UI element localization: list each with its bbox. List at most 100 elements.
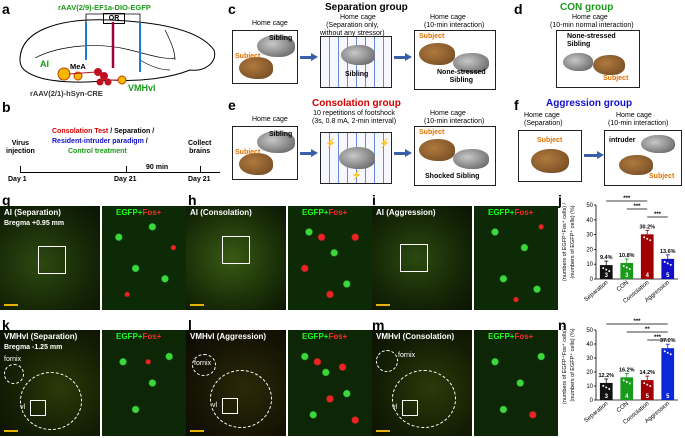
value-label: 37.0%	[660, 338, 676, 344]
bar-aggression	[661, 348, 675, 400]
panel-letter-g: g	[2, 192, 11, 208]
l-fornix-outline	[192, 354, 216, 376]
m-egfp-label: EGFP+Fos+	[488, 332, 533, 341]
y-tick-label: 50	[586, 203, 593, 209]
panel-letter-l: l	[188, 317, 192, 333]
k-egfp-text: EGFP+	[116, 332, 143, 341]
y-tick-label: 0	[590, 277, 594, 283]
l-egfp-text: EGFP+	[302, 332, 329, 341]
y-tick-label: 20	[586, 247, 593, 253]
c-home-cage-3: Home cage	[430, 14, 466, 21]
d-sub: (10-min normal interaction)	[550, 22, 634, 29]
c-subject3-label: Subject	[419, 33, 445, 40]
data-point	[648, 238, 652, 242]
f-sub-2: (10-min interaction)	[608, 120, 669, 127]
c-sub-3: (10-min interaction)	[424, 22, 485, 29]
consolation-test-text: Consolation Test	[52, 128, 109, 135]
c-none-stressed-label: None-stressed Sibling	[437, 69, 486, 84]
e-cage-2: ⚡ ⚡ ⚡	[320, 132, 392, 184]
panel-letter-m: m	[372, 317, 385, 333]
c-subject-label: Subject	[235, 53, 261, 60]
e-subject3-label: Subject	[419, 129, 445, 136]
data-point	[601, 384, 605, 388]
micrograph-m-zoom: EGFP+Fos+	[474, 330, 558, 436]
significance-label: ***	[623, 196, 631, 202]
panel-d: CON group Home cage (10-min normal inter…	[516, 0, 684, 96]
g-scale-bar	[4, 304, 18, 306]
h-title: AI (Consolation)	[190, 208, 252, 217]
g-roi-box	[38, 246, 66, 274]
bar-consolation	[640, 234, 654, 279]
m-fornix-outline	[376, 350, 398, 372]
l-fornix-label: fornix	[194, 360, 212, 367]
e-subject-label: Subject	[235, 149, 261, 156]
c-sibling2-label: Sibling	[345, 71, 369, 78]
data-point	[628, 381, 632, 385]
m-scale-bar	[376, 430, 390, 432]
significance-label: ***	[633, 204, 641, 210]
h-fos-text: Fos+	[328, 208, 348, 217]
c-cage-2: Sibling	[320, 36, 392, 88]
m-egfp-text: EGFP+	[488, 332, 515, 341]
category-label: CON	[616, 401, 630, 414]
l-roi-box	[222, 398, 238, 414]
data-point	[663, 260, 667, 264]
brain-schematic	[19, 13, 216, 86]
y-tick-label: 40	[586, 342, 593, 348]
n-label: 3	[605, 394, 609, 400]
n-label: 4	[646, 273, 650, 279]
panel-b: Virus injection Day 1 Consolation Test /…	[0, 100, 225, 190]
panel-letter-k: k	[2, 317, 10, 333]
d-none-stressed-label: None-stressed Sibling	[567, 33, 616, 48]
c-sibling-mouse	[257, 35, 295, 57]
data-point	[622, 378, 626, 382]
micrograph-h-zoom: EGFP+Fos+	[288, 206, 372, 310]
panel-letter-i: i	[372, 192, 376, 208]
f-cage-1: Subject	[518, 130, 582, 182]
data-point	[601, 266, 605, 270]
c-sibling-label: Sibling	[269, 35, 293, 42]
l-vl-label: vl	[212, 402, 218, 409]
micrograph-l-zoom: EGFP+Fos+	[288, 330, 372, 436]
day1-label: Day 1	[8, 176, 27, 183]
e-sibling-label: Sibling	[269, 131, 293, 138]
tick-day21b	[200, 166, 201, 172]
micrograph-g-zoom: EGFP+Fos+	[102, 206, 186, 310]
panel-letter-a: a	[2, 1, 10, 17]
data-point	[642, 381, 646, 385]
panel-f: Aggression group Home cage (Separation) …	[516, 96, 684, 192]
f-intruder-mouse	[641, 135, 675, 153]
k-bregma: Bregma -1.25 mm	[4, 344, 63, 351]
c-cage2-mouse	[341, 45, 375, 65]
value-label: 9.4%	[600, 255, 613, 261]
e-home-cage-3: Home cage	[430, 110, 466, 117]
l-fos-text: Fos+	[328, 332, 348, 341]
l-title: VMHvl (Aggression)	[190, 332, 267, 341]
condition-line1: Consolation Test / Separation /	[52, 128, 154, 136]
l-egfp-label: EGFP+Fos+	[302, 332, 347, 341]
panel-e: Consolation group Home cage 10 repetitio…	[230, 96, 510, 192]
mea-label: MeA	[70, 62, 86, 71]
day21a-label: Day 21	[114, 176, 137, 183]
panel-letter-j: j	[558, 192, 562, 208]
panel-letter-n: n	[558, 317, 567, 333]
y-tick-label: 40	[586, 218, 593, 224]
c-cage-3: Subject None-stressed Sibling	[414, 30, 496, 90]
panel-letter-e: e	[228, 97, 236, 113]
d-subject-mouse	[593, 55, 625, 75]
data-point	[622, 264, 626, 268]
y-tick-label: 10	[586, 384, 593, 390]
data-point	[604, 267, 608, 272]
e-sibling3-mouse	[453, 149, 489, 169]
k-fornix-outline	[4, 364, 24, 384]
e-arrow-2	[394, 149, 412, 157]
d-cage: None-stressed Sibling Subject	[556, 30, 640, 88]
k-scale-bar	[4, 430, 18, 432]
data-point	[625, 380, 629, 384]
k-roi-box	[30, 400, 46, 416]
c-arrow-2	[394, 53, 412, 61]
y-tick-label: 30	[586, 356, 593, 362]
day21b-label: Day 21	[188, 176, 211, 183]
m-fornix-label: fornix	[398, 352, 416, 359]
e-sub-2: 10 repetitions of footshock (3s, 0.8 mA,…	[312, 110, 397, 125]
